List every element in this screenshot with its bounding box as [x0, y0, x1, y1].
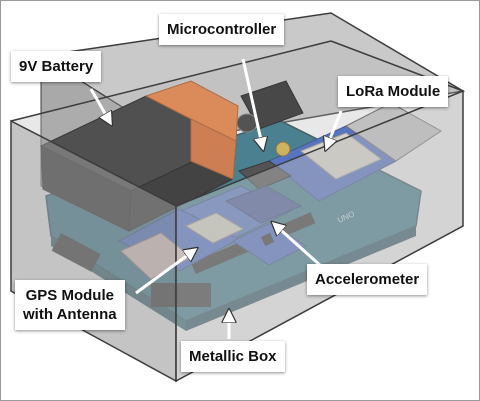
lora-arrow: [326, 110, 343, 149]
accelerometer-arrow: [273, 223, 323, 268]
callout-arrows: [89, 58, 343, 339]
label-gps-line1: GPS Module: [25, 287, 114, 304]
label-microcontroller-text: Microcontroller: [167, 21, 277, 38]
label-gps-line2: with Antenna: [23, 306, 117, 323]
label-battery: 9V Battery: [11, 51, 102, 82]
label-gps: GPS Module with Antenna: [15, 280, 125, 330]
label-lora: LoRa Module: [338, 76, 449, 107]
microcontroller-arrow: [241, 58, 263, 149]
lora-connector: [345, 102, 442, 162]
label-box: Metallic Box: [181, 341, 285, 372]
label-battery-text: 9V Battery: [19, 58, 94, 75]
battery-arrow: [89, 88, 111, 124]
lora-module: [268, 102, 442, 202]
label-microcontroller: Microcontroller: [159, 14, 285, 45]
label-lora-text: LoRa Module: [346, 83, 441, 100]
label-accelerometer-text: Accelerometer: [315, 271, 420, 288]
label-accelerometer: Accelerometer: [307, 264, 428, 295]
gps-arrow: [135, 249, 196, 295]
label-box-text: Metallic Box: [189, 348, 277, 365]
